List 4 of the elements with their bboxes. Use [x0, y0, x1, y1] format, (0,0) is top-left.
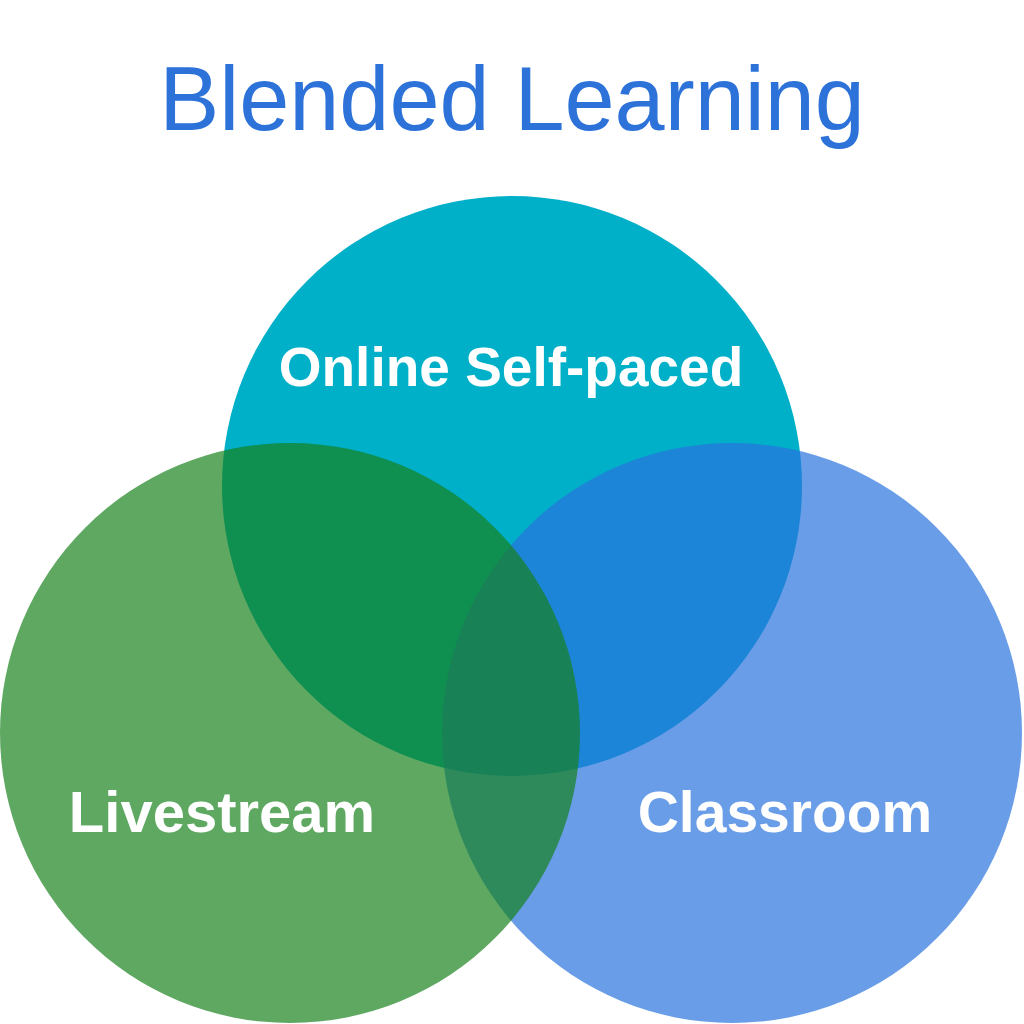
circle-label: Classroom [637, 779, 933, 847]
diagram-title: Blended Learning [159, 47, 865, 151]
circle-label: Livestream [68, 778, 376, 847]
circle-label: Online Self-paced [278, 334, 744, 400]
